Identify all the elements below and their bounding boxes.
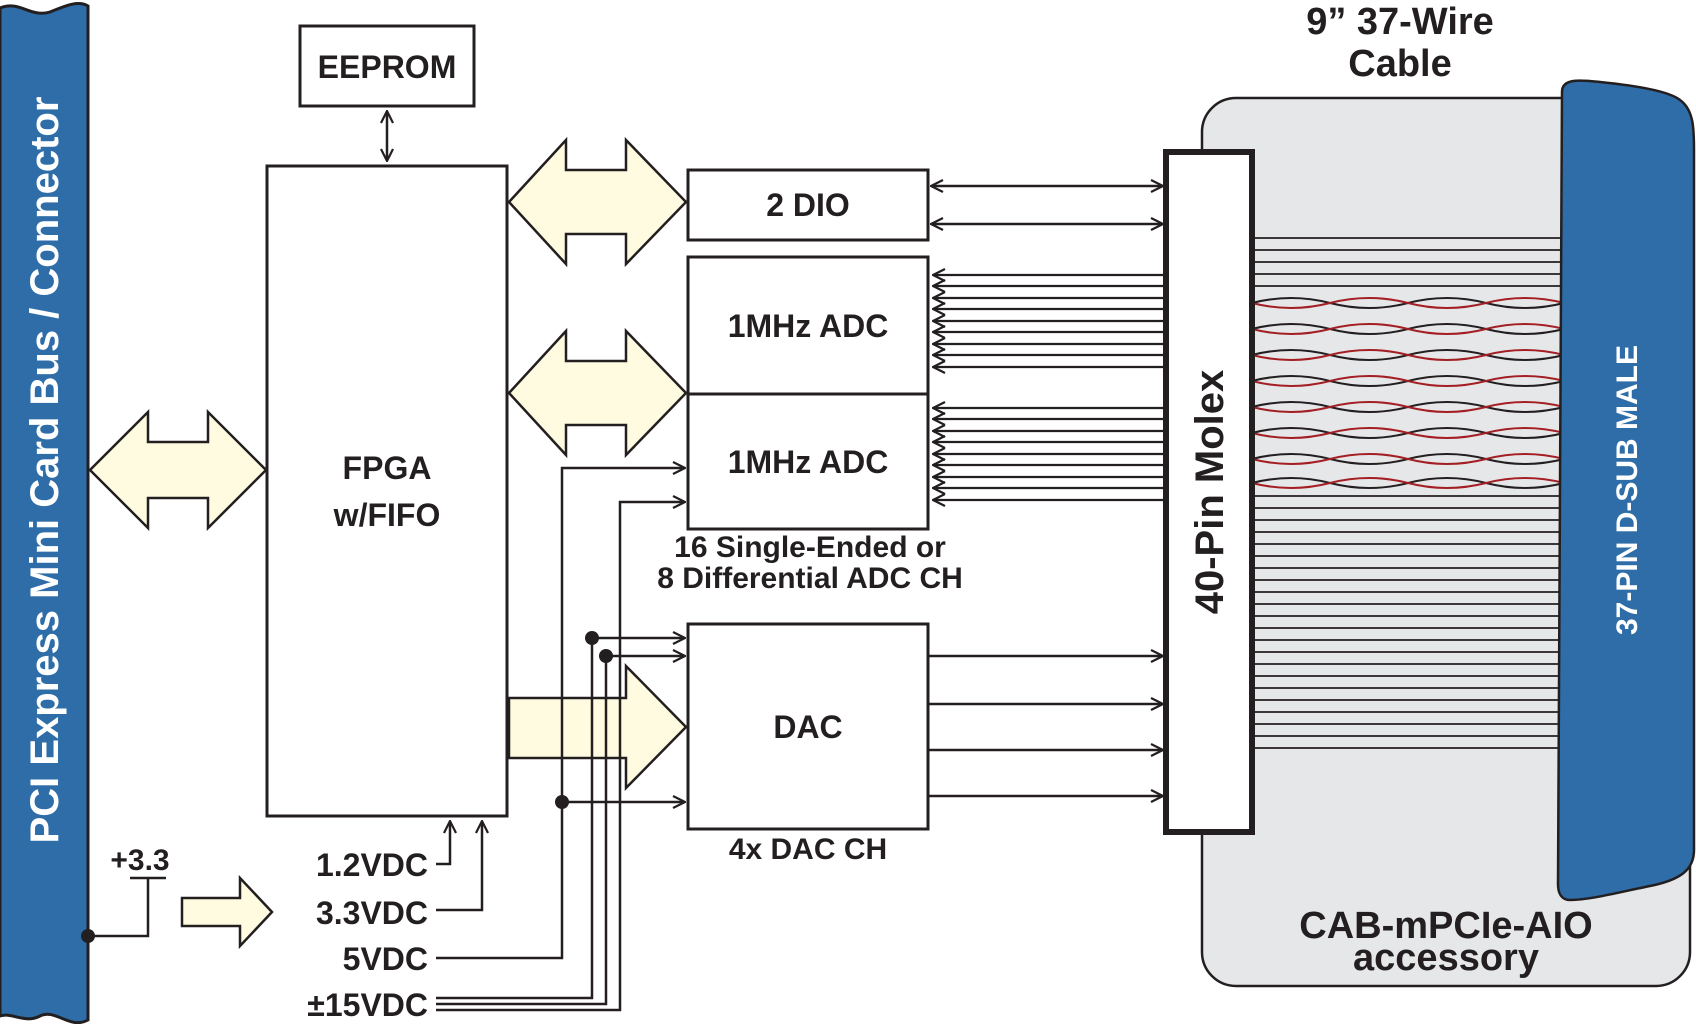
rail-label-3v3: 3.3VDC	[316, 895, 428, 931]
fpga-dac-arrow	[507, 662, 688, 792]
fpga-adc-arrow	[507, 327, 688, 459]
adc-label-1: 1MHz ADC	[728, 308, 889, 344]
dsub-label: 37-PIN D-SUB MALE	[1611, 345, 1644, 635]
fpga-dio-arrow	[507, 136, 688, 268]
dio-label: 2 DIO	[766, 187, 850, 223]
connector-label: PCI Express Mini Card Bus / Connector	[23, 97, 67, 844]
fpga-label-line2: w/FIFO	[333, 497, 441, 533]
power-distribution	[436, 468, 684, 1012]
eeprom-label: EEPROM	[318, 49, 457, 85]
cable-label-line2: Cable	[1348, 43, 1451, 85]
bus-to-fpga-arrow	[88, 408, 268, 532]
molex-connector	[1163, 149, 1255, 835]
supply-label: +3.3	[110, 844, 169, 877]
supply-tap	[81, 876, 166, 943]
supply-arrow	[180, 874, 274, 950]
rail-label-5v: 5VDC	[343, 941, 428, 977]
accessory-label-line2: accessory	[1353, 937, 1539, 979]
dsub-connector: 37-PIN D-SUB MALE	[1556, 79, 1696, 902]
adc-channel-label-2: 8 Differential ADC CH	[657, 562, 963, 595]
adc-block-2	[686, 392, 930, 531]
accessory-label-line1: CAB-mPCIe-AIO	[1299, 905, 1592, 947]
pci-express-connector: PCI Express Mini Card Bus / Connector	[0, 2, 90, 1024]
dac-block	[686, 622, 930, 831]
adc-channel-label-1: 16 Single-Ended or	[674, 531, 946, 564]
adc-input-lines	[934, 275, 1164, 500]
ribbon-cable	[1252, 237, 1562, 749]
eeprom-block	[298, 24, 476, 108]
fpga-label-line1: FPGA	[343, 450, 432, 486]
cable-label-line1: 9” 37-Wire	[1306, 1, 1494, 43]
power-junctions	[555, 631, 613, 809]
molex-label: 40-Pin Molex	[1188, 370, 1232, 615]
rail-label-1v2: 1.2VDC	[316, 847, 428, 883]
dio-block	[686, 168, 930, 242]
fpga-block	[265, 164, 509, 818]
dac-channel-label: 4x DAC CH	[729, 833, 887, 866]
adc-label-2: 1MHz ADC	[728, 444, 889, 480]
dac-output-lines	[928, 656, 1162, 796]
rail-label-15v: ±15VDC	[307, 987, 428, 1023]
dio-lines	[932, 186, 1162, 224]
twisted-pairs	[1251, 297, 1565, 489]
dac-label: DAC	[773, 709, 842, 745]
